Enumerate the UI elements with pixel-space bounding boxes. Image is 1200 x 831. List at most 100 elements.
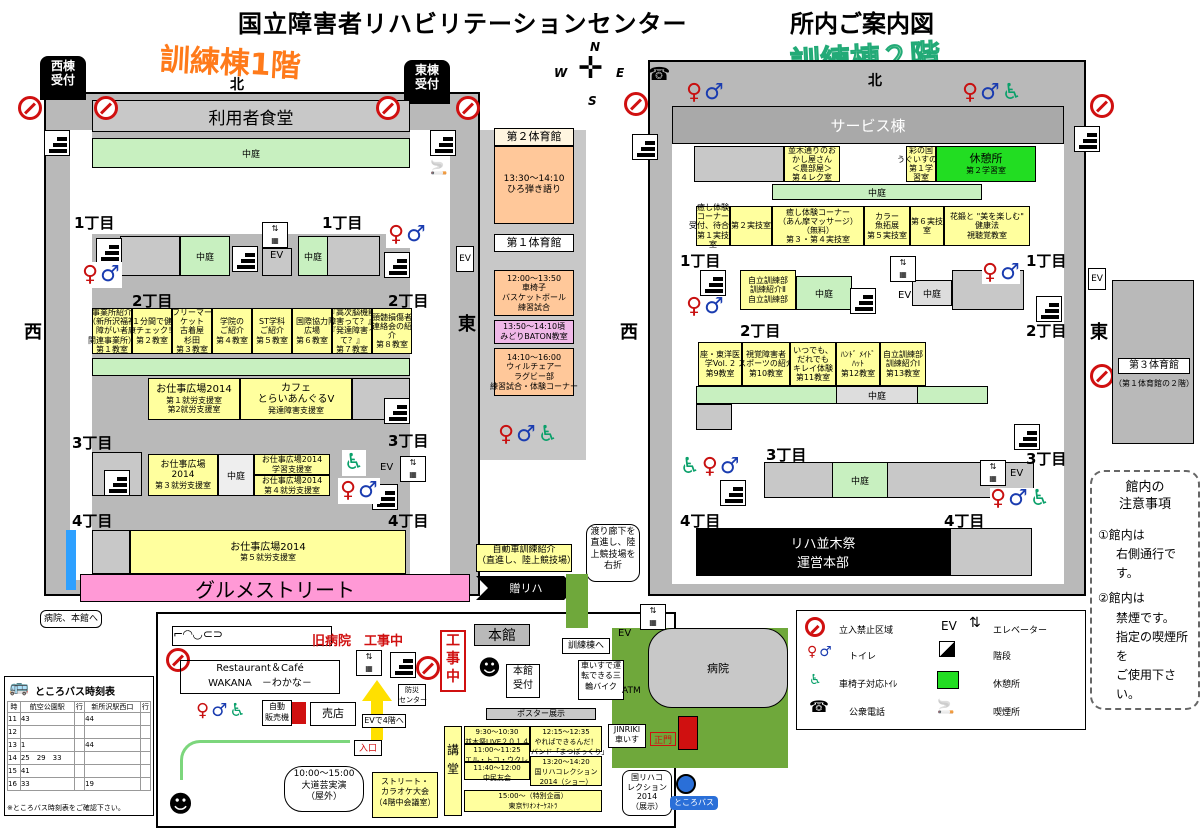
gym1-event-2: 13:50〜14:10頃 みどりBATON教室: [494, 320, 574, 344]
stairs-icon: [104, 470, 130, 496]
work-plaza-4-title: お仕事広場2014: [261, 476, 323, 486]
f2-classroom-4-title: ﾊﾝﾄﾞ ﾒｲﾄﾞ ﾊｯﾄ: [840, 350, 876, 369]
bus-stop-label: ところバス: [670, 796, 718, 810]
f1-classroom-8: 頸髄損傷者 連絡会の紹 介第８教室: [372, 308, 412, 354]
legend-wc-accessible: 車椅子対応ﾄｲﾚ: [839, 680, 898, 690]
notice-line-3: ②館内は: [1098, 591, 1145, 606]
bus-table-cell: [73, 712, 86, 726]
kuniriha-exhibit: 国リハコ レクション 2014 （展示）: [622, 770, 672, 816]
f1-block-a: [120, 236, 180, 276]
floor1-north: 北: [230, 77, 244, 93]
route-arrow-blue: [66, 530, 76, 590]
f2-mid-room-6: 花鍛と "美を楽しむ" 健康法視聴覚教室: [944, 206, 1030, 246]
work-plaza-3-room: 第３就労支援室: [155, 480, 211, 490]
f1-block-e: [92, 530, 130, 574]
shop: 売店: [310, 702, 356, 726]
toilet-icon: ♀♂♿: [962, 80, 1022, 105]
work-plaza-4-room: 第４就労支援室: [264, 485, 320, 495]
toilet-icon: ♿♀♂: [680, 454, 740, 479]
f2-courtyard-1: 中庭: [772, 184, 982, 200]
gym1-title: 第１体育館: [494, 234, 574, 252]
gym2-title: 第２体育館: [494, 128, 574, 146]
elevator-icon: ⇅▦: [400, 456, 426, 482]
notice-box: 館内の 注意事項 ①館内は 右側通行です。 ②館内は 禁煙です。 指定の喫煙所を…: [1090, 470, 1200, 710]
f2-chome-4-east: 4丁目: [944, 512, 985, 530]
gym3-note: （第１体育館の２階）: [1114, 379, 1194, 388]
f2-chome-2-west: 2丁目: [740, 322, 781, 340]
rest-area-room: 第２学習室: [966, 165, 1006, 175]
f1-classroom-7: 『高次脳機能 障害って？』 『発達障害っ て？』第７教室: [328, 308, 376, 354]
west-reception-tag: 西棟 受付: [40, 56, 86, 100]
bus-table-cell: [73, 764, 86, 778]
f1-classroom-1: 事業所紹介 （新所沢福祉 障がい者 関連事業所）第１教室: [88, 308, 136, 354]
vending-icon: [292, 702, 306, 724]
f1-classroom-5-room: 第５教室: [256, 335, 288, 345]
no-entry-icon: [1090, 364, 1114, 388]
corridor-east: [410, 130, 450, 580]
car-training: 自動車訓練紹介 （直進し、陸上競技場）: [476, 544, 576, 572]
toilet-icon: ♀♂: [982, 260, 1020, 285]
f2-mid-room-5-room: 第６実技室: [911, 216, 943, 235]
legend-toilet: トイレ: [849, 652, 877, 662]
f2-block-c: [696, 404, 732, 430]
festival-hq: リハ並木祭 運営本部: [696, 528, 950, 576]
f2-classroom-1-title: 座・東洋医 学Vol. 2: [700, 350, 740, 369]
f2-classroom-4-room: 第12教室: [840, 368, 876, 378]
gym1-event-3: 14:10〜16:00 ウィルチェアー ラグビー部 練習試合・体験コーナー: [490, 348, 578, 396]
f1-classroom-5-title: ST学科 ご紹介: [259, 317, 285, 336]
page-title: 国立障害者リハビリテーションセンター: [238, 10, 688, 38]
hospital-main-note: 病院、本館へ: [40, 610, 102, 628]
notice-title: 館内の 注意事項: [1118, 480, 1171, 512]
no-entry-icon: [805, 617, 825, 637]
stairs-icon: [939, 641, 955, 657]
bus-table-cell: 15: [7, 764, 21, 778]
compass-n: N: [590, 40, 601, 54]
bus-table-row: 12: [7, 725, 152, 739]
f2-room-study1-title: 彩の国 うぐいすの会: [897, 145, 945, 164]
f1-classroom-4-room: 第４教室: [216, 335, 248, 345]
cafe-triangle-room: 発達障害支援室: [268, 405, 324, 415]
staff-icon-2: ☻: [168, 790, 194, 818]
stairs-icon: [44, 130, 70, 156]
f2-mid-room-2: 第２実技室: [730, 206, 772, 246]
bus-table-cell: [84, 751, 141, 765]
smoking-icon: 🚬: [937, 699, 955, 715]
jiritsu-2: 自立訓練部 訓練紹介Ⅱ 自立訓練部: [740, 270, 796, 310]
bus-stop-icon: [676, 774, 696, 794]
bus-table-note: ※ところバス時刻表をご確認下さい。: [7, 804, 125, 812]
stairs-icon: [384, 398, 410, 424]
rehab-banner: 贈リハ: [476, 576, 576, 600]
bus-table-cell: [73, 738, 86, 752]
bus-table-cell: [139, 725, 152, 739]
event-ukulele: 11:00〜11:25 エル・トコ・ウクレレ: [464, 744, 535, 764]
elevator-icon: ⇅▦: [356, 650, 382, 676]
f1-classroom-4: 学院の ご紹介第４教室: [212, 308, 252, 354]
postbox-icon: [678, 716, 698, 750]
legend-stairs: 階段: [993, 652, 1012, 662]
work-plaza-study-room: 学習支援室: [272, 464, 312, 474]
f2-courtyard-3: 中庭: [796, 276, 852, 310]
f2-mid-room-5: 第６実技室: [910, 206, 944, 246]
phone-icon: ☎: [648, 64, 671, 85]
f2-mid-room-6-room: 視聴覚教室: [967, 230, 1007, 240]
gym-ev: EV: [456, 246, 474, 272]
bus-table-cell: [139, 738, 152, 752]
work-plaza-5-title: お仕事広場2014: [230, 541, 306, 553]
stairs-icon: [720, 480, 746, 506]
cafe-triangle-title: カフェ とらいあんぐるV: [257, 382, 335, 406]
no-entry-icon: [376, 96, 400, 120]
gourmet-street: グルメストリート: [80, 574, 470, 602]
courtyard-2: 中庭: [180, 236, 230, 276]
no-entry-icon: [624, 92, 648, 116]
wheelchair-toilet-icon: ♿: [809, 672, 822, 688]
bus-table-cell: 12: [7, 725, 21, 739]
wheelchair-bike: 車いすで運 転できる三 輪バイク: [578, 660, 624, 700]
honkan-reception: 本館 受付: [506, 664, 540, 698]
courtyard-1: 中庭: [92, 138, 410, 168]
compass-s: S: [588, 94, 597, 108]
honkan: 本館: [474, 624, 530, 646]
f2-classroom-4: ﾊﾝﾄﾞ ﾒｲﾄﾞ ﾊｯﾄ第12教室: [836, 342, 880, 386]
